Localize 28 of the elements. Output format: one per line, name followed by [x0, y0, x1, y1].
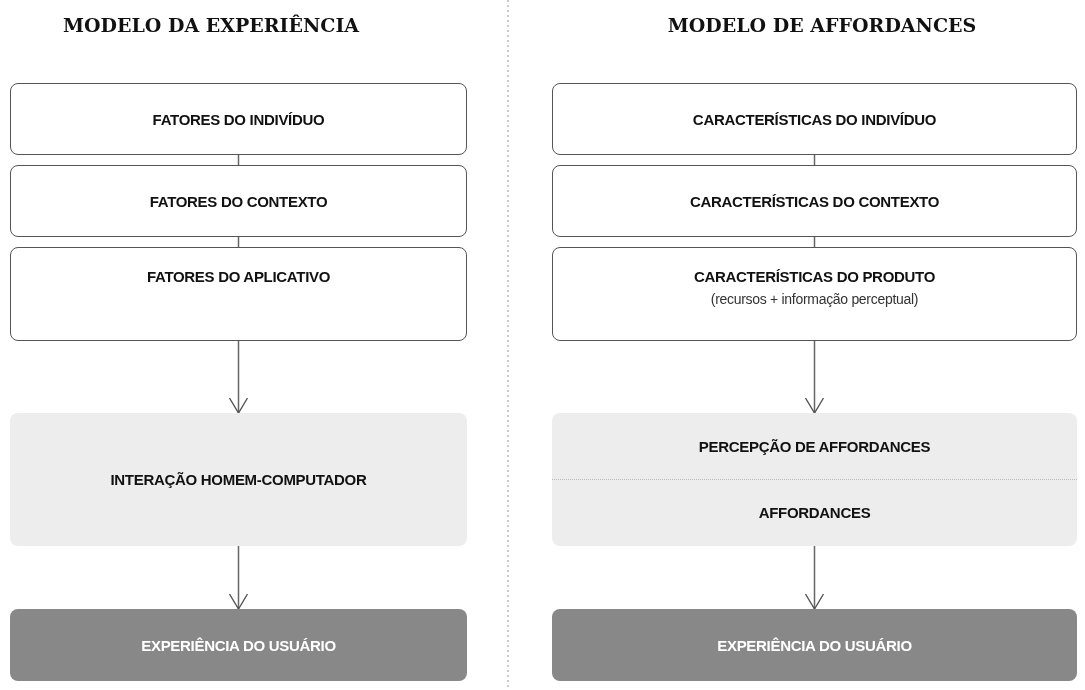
process-box — [10, 247, 467, 341]
process-box — [552, 247, 1077, 341]
box-label: EXPERIÊNCIA DO USUÁRIO — [141, 636, 336, 654]
arrow — [804, 545, 825, 610]
stage-panel — [10, 413, 467, 546]
outcome-box — [10, 609, 467, 681]
process-box — [552, 83, 1077, 155]
column-heading: MODELO DA EXPERIÊNCIA — [61, 14, 361, 36]
box-label: PERCEPÇÃO DE AFFORDANCES — [698, 437, 931, 455]
arrow — [228, 545, 249, 610]
box-label: CARACTERÍSTICAS DO CONTEXTO — [689, 192, 940, 210]
box-label: FATORES DO INDIVÍDUO — [152, 110, 325, 128]
box-label: CARACTERÍSTICAS DO PRODUTO — [693, 268, 936, 285]
process-box — [10, 165, 467, 237]
stage-panel — [552, 413, 1077, 546]
column-heading: MODELO DE AFFORDANCES — [666, 14, 978, 36]
process-box — [10, 83, 467, 155]
box-label: EXPERIÊNCIA DO USUÁRIO — [717, 636, 912, 654]
process-box — [552, 165, 1077, 237]
note-text: (recursos + informação perceptual) — [710, 291, 919, 307]
box-label: FATORES DO APLICATIVO — [146, 268, 331, 285]
arrow — [228, 340, 249, 414]
box-label: FATORES DO CONTEXTO — [149, 192, 328, 210]
box-label: INTERAÇÃO HOMEM-COMPUTADOR — [110, 471, 367, 488]
arrow — [804, 340, 825, 414]
outcome-box — [552, 609, 1077, 681]
box-label: CARACTERÍSTICAS DO INDIVÍDUO — [692, 110, 937, 128]
box-label: AFFORDANCES — [758, 504, 871, 522]
